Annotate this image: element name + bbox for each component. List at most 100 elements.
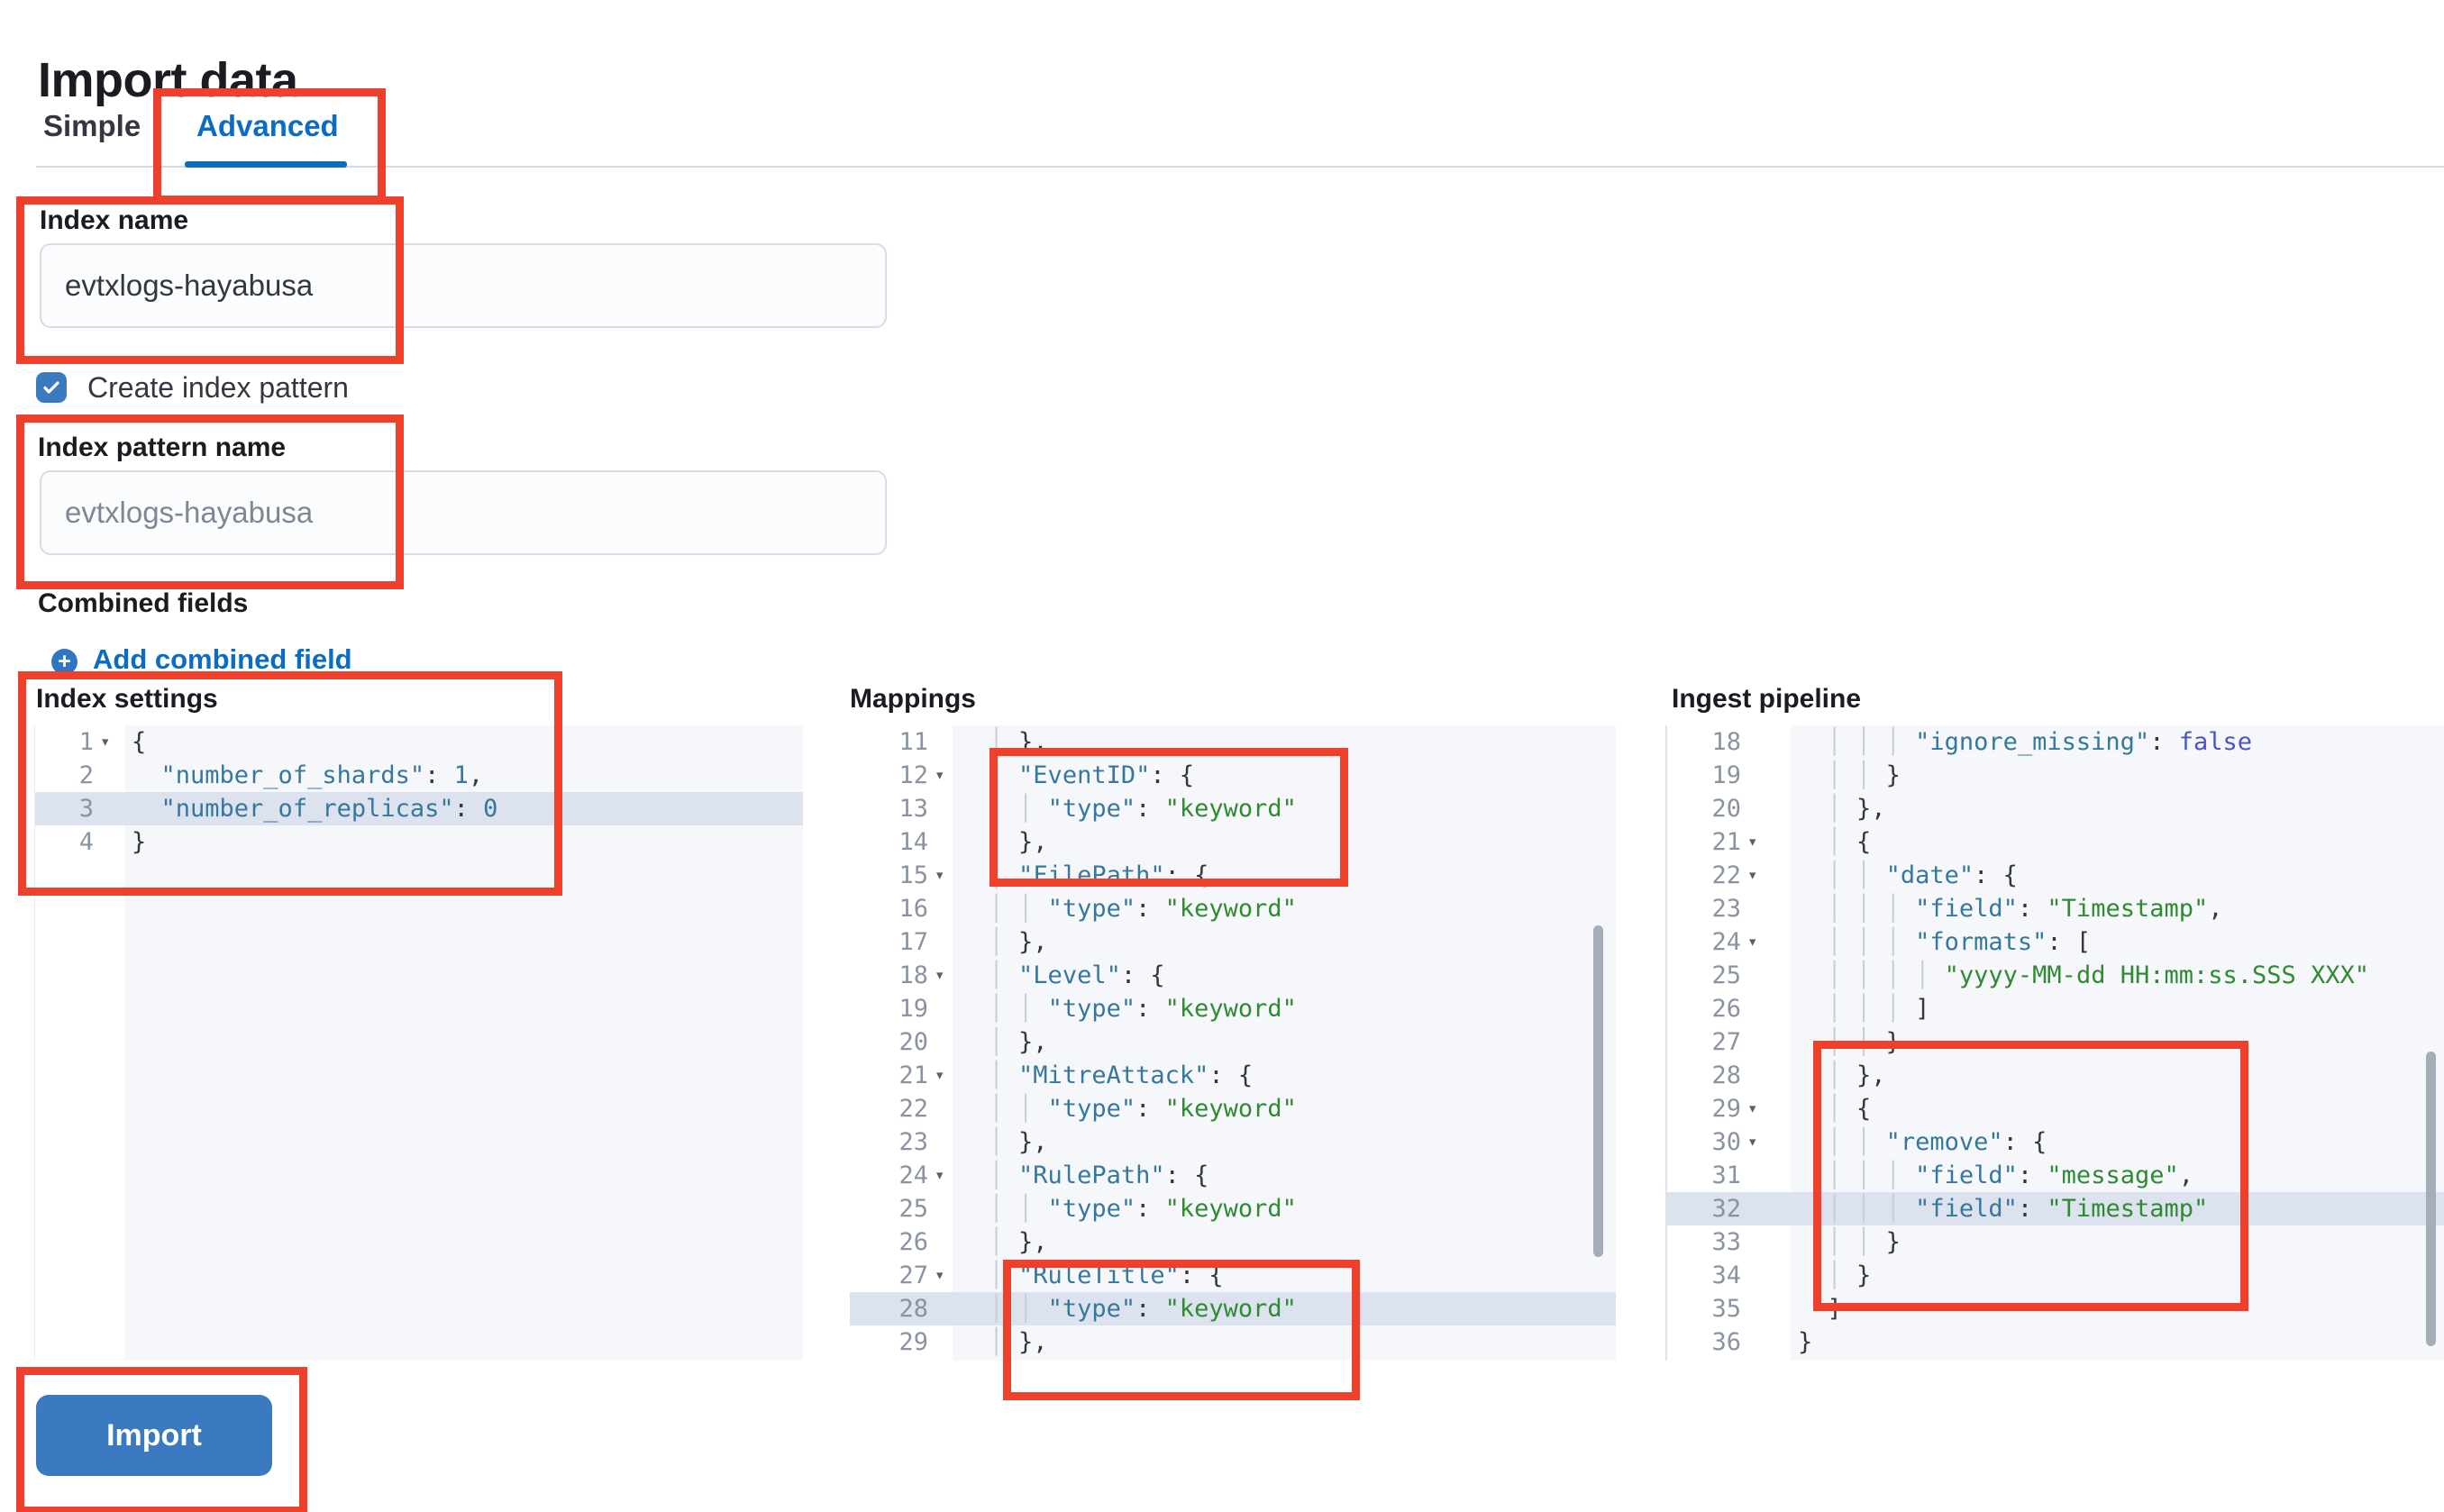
code-line: 12 ▾ │ "EventID": { [850, 759, 1616, 792]
code-text: │ { [1827, 828, 1872, 856]
code-line: 28 │ │ "type": "keyword" [850, 1292, 1616, 1325]
tab-advanced[interactable]: Advanced [196, 106, 339, 146]
code-line: 26 │ }, [850, 1225, 1616, 1259]
code-text: │ }, [989, 1228, 1048, 1256]
import-button[interactable]: Import [36, 1395, 272, 1476]
create-index-pattern-checkbox[interactable] [36, 372, 67, 403]
code-line: 25 │ │ │ │ "yyyy-MM-dd HH:mm:ss.SSS XXX" [1667, 959, 2444, 992]
fold-arrow-icon[interactable]: ▾ [935, 965, 945, 985]
line-number: 1 [78, 728, 94, 756]
fold-spacer [1741, 1325, 1791, 1359]
fold-arrow-icon[interactable]: ▾ [1747, 1098, 1758, 1118]
fold-arrow-icon[interactable]: ▾ [935, 865, 945, 885]
fold-arrow-icon[interactable]: ▾ [1747, 832, 1758, 852]
code-line: 21▾ │ "MitreAttack": { [850, 1059, 1616, 1092]
code-text: │ }, [989, 928, 1048, 956]
code-text: │ │ │ "ignore_missing": false [1827, 728, 2252, 756]
fold-spacer [928, 1225, 953, 1259]
code-line: 33 │ │ } [1667, 1225, 2444, 1259]
code-text: │ "EventID": { [989, 761, 1195, 789]
fold-arrow-icon[interactable]: ▾ [100, 732, 111, 751]
line-number: 14 [898, 828, 928, 856]
code-line: 18▾ │ "Level": { [850, 959, 1616, 992]
ingest-pipeline-scrollbar-thumb[interactable] [2426, 1052, 2436, 1346]
code-line: 15 ▾ │ "FilePath": { [850, 859, 1616, 892]
tab-simple[interactable]: Simple [43, 106, 141, 146]
fold-arrow-icon[interactable]: ▾ [1747, 865, 1758, 885]
page-title: Import data [38, 53, 298, 108]
fold-arrow-icon[interactable]: ▾ [1747, 1132, 1758, 1152]
index-name-input[interactable] [40, 243, 887, 328]
code-text: │ }, [1827, 795, 1886, 823]
code-text: │ "FilePath": { [989, 861, 1209, 889]
code-text: │ │ "type": "keyword" [989, 1195, 1297, 1223]
line-number: 12 [898, 761, 928, 789]
add-combined-field-link[interactable]: Add combined field [93, 643, 352, 675]
index-pattern-name-label: Index pattern name [38, 433, 287, 462]
line-number: 24 [1711, 928, 1741, 956]
index-name-label: Index name [40, 205, 189, 235]
combined-fields-label: Combined fields [38, 588, 249, 618]
fold-spacer [1741, 959, 1791, 992]
code-text: } [1798, 1328, 1813, 1356]
plus-circle-icon[interactable]: + [51, 649, 78, 675]
fold-spacer [1741, 725, 1791, 759]
code-line: 25 │ │ "type": "keyword" [850, 1192, 1616, 1225]
line-number: 30 [1711, 1128, 1741, 1156]
line-number: 2 [78, 761, 94, 789]
code-text: │ │ } [1827, 761, 1901, 789]
code-line: 16 │ │ "type": "keyword" [850, 892, 1616, 925]
ingest-pipeline-title: Ingest pipeline [1672, 684, 1862, 714]
fold-arrow-icon[interactable]: ▾ [935, 1265, 945, 1285]
code-text: │ │ │ │ "yyyy-MM-dd HH:mm:ss.SSS XXX" [1827, 961, 2370, 989]
code-text: │ │ │ "field": "message", [1827, 1161, 2193, 1189]
code-text: "number_of_shards": 1, [160, 761, 484, 789]
code-line: 19 │ │ "type": "keyword" [850, 992, 1616, 1025]
fold-spacer [928, 1092, 953, 1125]
fold-spacer [928, 825, 953, 859]
fold-spacer [928, 1125, 953, 1159]
code-line: 4} [35, 825, 803, 859]
mappings-editor[interactable]: 11 │ },12▾ │ "EventID": {13 │ │ "type": … [850, 725, 1616, 1361]
line-number: 28 [1711, 1061, 1741, 1089]
line-number: 15 [898, 861, 928, 889]
fold-spacer [1741, 1159, 1791, 1192]
code-text: │ │ } [1827, 1028, 1901, 1056]
index-settings-editor[interactable]: 1▾{2 "number_of_shards": 1,3 "number_of_… [34, 725, 803, 1361]
fold-arrow-icon[interactable]: ▾ [935, 1165, 945, 1185]
code-text: │ }, [989, 1128, 1048, 1156]
line-number: 36 [1711, 1328, 1741, 1356]
line-number: 20 [898, 1028, 928, 1056]
fold-spacer [1741, 792, 1791, 825]
code-line: 20 │ }, [1667, 792, 2444, 825]
fold-spacer [1741, 1192, 1791, 1225]
mappings-scrollbar-thumb[interactable] [1593, 925, 1603, 1257]
code-line: 18 │ │ │ "ignore_missing": false [1667, 725, 2444, 759]
code-line: 11 │ }, [850, 725, 1616, 759]
line-number: 16 [898, 895, 928, 923]
fold-arrow-icon[interactable]: ▾ [935, 765, 945, 785]
code-text: │ │ │ "field": "Timestamp" [1827, 1195, 2209, 1223]
fold-spacer [928, 725, 953, 759]
code-line: 17 │ }, [850, 925, 1616, 959]
fold-spacer [928, 925, 953, 959]
code-text: │ }, [989, 1328, 1048, 1356]
code-text: │ { [1827, 1095, 1872, 1123]
code-line: 28 │ }, [1667, 1059, 2444, 1092]
code-text: ] [1827, 1295, 1842, 1323]
line-number: 32 [1711, 1195, 1741, 1223]
code-line: 22▾ │ │ "date": { [1667, 859, 2444, 892]
line-number: 26 [898, 1228, 928, 1256]
index-pattern-name-input[interactable] [40, 470, 887, 555]
line-number: 26 [1711, 995, 1741, 1023]
check-icon [41, 377, 62, 398]
code-text: │ "Level": { [989, 961, 1165, 989]
code-text: │ "MitreAttack": { [989, 1061, 1254, 1089]
fold-arrow-icon[interactable]: ▾ [935, 1065, 945, 1085]
code-line: 21▾ │ { [1667, 825, 2444, 859]
code-text: } [132, 828, 147, 856]
code-text: "number_of_replicas": 0 [160, 795, 498, 823]
fold-arrow-icon[interactable]: ▾ [1747, 932, 1758, 952]
